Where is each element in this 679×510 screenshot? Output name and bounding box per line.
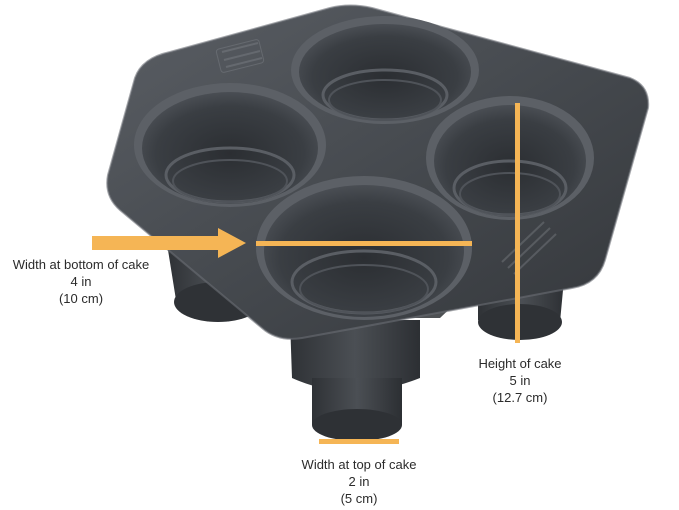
- well-right: [426, 96, 594, 220]
- well-front: [256, 176, 472, 320]
- height-label: Height of cake 5 in (12.7 cm): [468, 355, 572, 406]
- well-back-left: [134, 83, 326, 207]
- height-marker-line: [515, 103, 520, 343]
- height-metric: (12.7 cm): [492, 390, 548, 405]
- width-top-marker-line: [319, 439, 399, 444]
- width-bottom-arrow-head: [218, 228, 246, 258]
- width-top-title: Width at top of cake: [301, 457, 417, 472]
- embossed-brand-mark: [215, 39, 265, 73]
- width-bottom-imperial: 4 in: [70, 274, 92, 289]
- width-bottom-metric: (10 cm): [58, 291, 104, 306]
- height-imperial: 5 in: [509, 373, 531, 388]
- well-back-top: [291, 16, 479, 124]
- width-bottom-title: Width at bottom of cake: [12, 257, 150, 272]
- height-title: Height of cake: [478, 356, 562, 371]
- width-bottom-marker: [92, 228, 472, 258]
- width-top-imperial: 2 in: [348, 474, 370, 489]
- width-top-label: Width at top of cake 2 in (5 cm): [286, 456, 432, 507]
- width-top-metric: (5 cm): [340, 491, 378, 506]
- width-bottom-label: Width at bottom of cake 4 in (10 cm): [0, 256, 162, 307]
- width-bottom-line: [256, 241, 472, 246]
- width-bottom-arrow-shaft: [92, 236, 220, 250]
